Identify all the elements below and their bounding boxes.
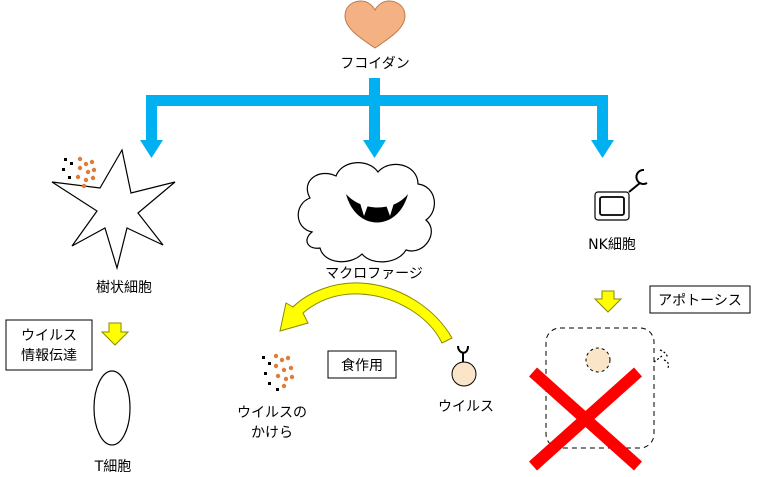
flow-center-shaft: [369, 95, 380, 140]
virus-fragments-label-line2: かけら: [251, 425, 293, 441]
virus-icon: [451, 345, 477, 387]
virus-info-box: ウイルス 情報伝達: [5, 319, 93, 371]
apoptosis-box: アポトーシス: [649, 285, 751, 314]
nk-cell-label: NK細胞: [588, 237, 636, 253]
apoptosis-label: アポトーシス: [658, 293, 742, 309]
phagocytosis-curved-arrow: [279, 282, 453, 344]
flow-right-head: [591, 140, 614, 158]
macrophage-label: マクロファージ: [325, 266, 423, 282]
nk-receptor-hook: [635, 169, 648, 185]
virus-fragments-label-line1: ウイルスの: [237, 405, 307, 421]
phagocytosis-box: 食作用: [327, 350, 397, 379]
virus-info-line2: 情報伝達: [21, 348, 77, 364]
macrophage-tooth-right: [386, 203, 394, 216]
heart-icon: [344, 0, 406, 49]
dendritic-cell-shape: [51, 148, 176, 271]
flow-left-head: [140, 140, 163, 158]
flow-trunk: [369, 78, 380, 99]
flow-center-head: [363, 140, 386, 158]
flow-left-shaft: [146, 95, 157, 140]
flow-arrows: [140, 78, 614, 158]
macrophage-mouth: [346, 194, 408, 223]
virus-info-line1: ウイルス: [21, 328, 77, 344]
yellow-down-arrow-left: [100, 322, 130, 346]
fragments-icon: [62, 156, 97, 189]
flow-right-shaft: [597, 95, 608, 140]
t-cell-label: T細胞: [94, 459, 132, 475]
attached-receptor-icon: [653, 349, 670, 369]
infected-cell-nucleus: [585, 347, 611, 373]
nk-receptor-stalk: [628, 182, 641, 193]
virus-fragments-icon: [262, 353, 295, 391]
phagocytosis-label: 食作用: [341, 357, 383, 374]
nk-cell: [594, 169, 648, 221]
source-label: フコイダン: [340, 56, 409, 72]
red-cross-icon: [528, 367, 643, 471]
virus-label: ウイルス: [438, 399, 494, 415]
yellow-down-arrow-right: [593, 290, 623, 313]
t-cell-shape: [93, 370, 131, 446]
dendritic-cell-label: 樹状細胞: [96, 280, 152, 296]
macrophage-cell: [297, 162, 435, 263]
macrophage-tooth-left: [360, 203, 368, 216]
